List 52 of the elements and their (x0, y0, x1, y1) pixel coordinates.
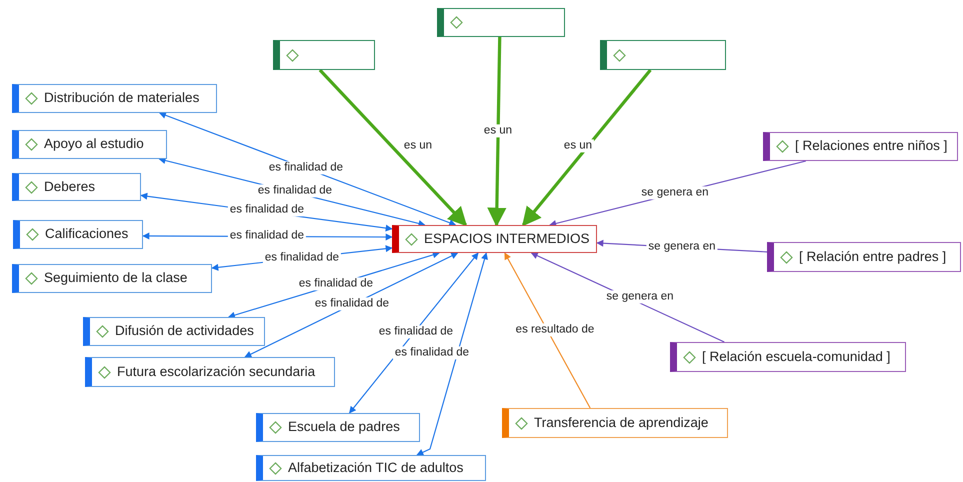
arrow (504, 252, 591, 408)
concept-label: Alfabetización TIC de adultos (288, 460, 464, 476)
arrow (244, 252, 458, 358)
concept-box (256, 455, 486, 481)
concept-box (273, 40, 375, 70)
arrow (158, 112, 456, 226)
edge-label: es finalidad de (266, 161, 346, 175)
concept-box (12, 264, 212, 293)
edge-label: es finalidad de (256, 184, 334, 198)
edge-label: es un (482, 124, 514, 138)
concept-label: Futura escolarización secundaria (117, 364, 316, 380)
concept-label: ESPACIOS INTERMEDIOS (424, 232, 590, 246)
edge-label: se genera en (604, 290, 676, 304)
concept-label: Difusión de actividades (115, 324, 254, 339)
concept-box (13, 220, 143, 249)
concept-box (12, 84, 217, 113)
concept-box (670, 342, 906, 372)
concept-label: Distribución de materiales (44, 91, 200, 106)
concept-box (12, 173, 141, 201)
concept-box (12, 130, 167, 159)
edge-label: es finalidad de (376, 325, 456, 339)
concept-box (83, 317, 265, 346)
edge-label: se genera en (639, 186, 711, 200)
concept-label: Transferencia de aprendizaje (534, 416, 708, 430)
concept-label: Deberes (44, 180, 96, 194)
edge-label: es finalidad de (296, 277, 376, 291)
concept-label: [ Relación escuela-comunidad ] (702, 350, 890, 364)
edge-label: es un (562, 139, 594, 153)
concept-label: Calificaciones (45, 227, 128, 242)
concept-label: [ Relaciones entre niños ] (795, 139, 948, 154)
edge-label: es finalidad de (312, 297, 392, 311)
edge-label: es resultado de (514, 323, 596, 337)
concept-label: Escuela de padres (288, 420, 400, 435)
concept-box (763, 132, 958, 161)
arrow (416, 252, 488, 456)
arrow (487, 36, 506, 227)
edge-label: es finalidad de (392, 346, 472, 360)
edge-label: es finalidad de (228, 203, 306, 217)
arrow (522, 68, 652, 226)
edge-label: es finalidad de (262, 251, 342, 265)
edge-label: se genera en (646, 240, 718, 254)
arrow (318, 68, 468, 226)
concept-box (502, 408, 728, 438)
concept-box (392, 225, 597, 253)
concept-label: [ Relación entre padres ] (799, 250, 946, 264)
concept-label: Seguimiento de la clase (44, 271, 188, 286)
concept-box (437, 8, 565, 37)
concept-box (600, 40, 726, 70)
concept-box (767, 242, 961, 272)
concept-label: Apoyo al estudio (44, 137, 144, 152)
concept-box (256, 413, 420, 442)
concept-box (85, 357, 335, 387)
